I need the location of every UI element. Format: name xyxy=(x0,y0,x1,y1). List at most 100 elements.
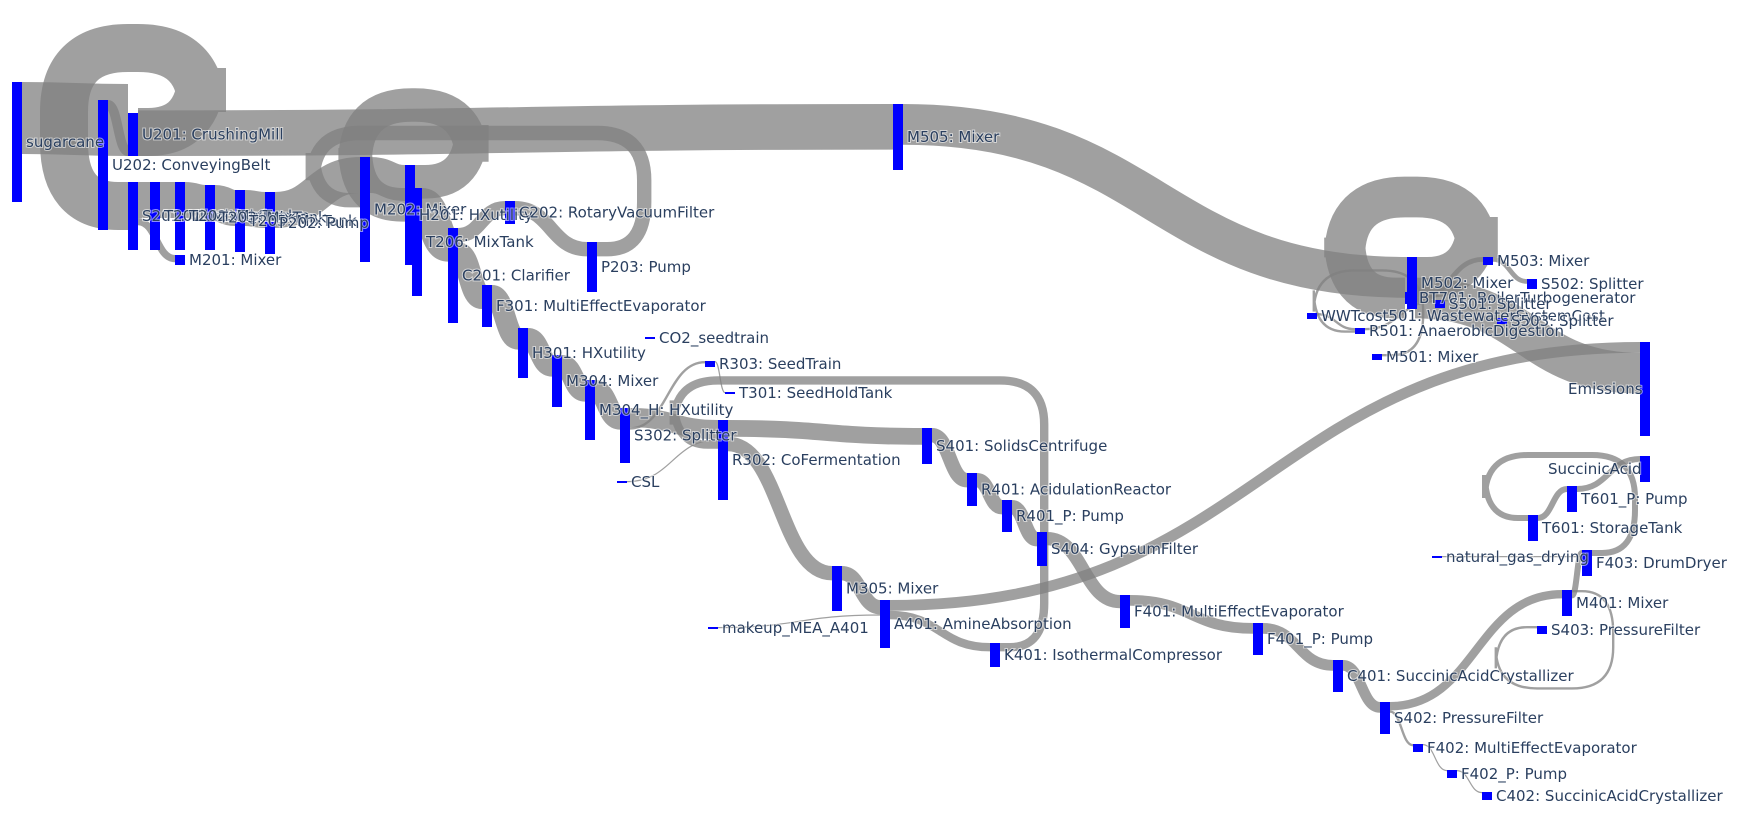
node-S302[interactable] xyxy=(620,408,630,463)
node-T203[interactable] xyxy=(205,185,215,250)
node-R303[interactable] xyxy=(705,361,715,367)
node-S501[interactable] xyxy=(1435,300,1445,308)
node-C401[interactable] xyxy=(1333,660,1343,692)
node-M305[interactable] xyxy=(832,566,842,611)
node-R501[interactable] xyxy=(1355,328,1365,334)
link-K401-to-R302[interactable] xyxy=(669,376,1049,652)
link-F402_P-to-C402[interactable] xyxy=(1456,770,1483,794)
link-F301-to-H301[interactable] xyxy=(487,285,523,350)
node-F402_P[interactable] xyxy=(1447,770,1457,778)
link-M401-to-F403[interactable] xyxy=(1569,550,1585,599)
node-C202[interactable] xyxy=(505,201,515,224)
link-T202-to-T203[interactable] xyxy=(184,182,206,221)
link-R302-to-M305[interactable] xyxy=(727,436,833,581)
node-H201[interactable] xyxy=(405,165,415,265)
node-U202[interactable] xyxy=(98,100,108,230)
node-Emissions[interactable] xyxy=(1640,342,1650,436)
node-natural_gas_drying[interactable] xyxy=(1432,556,1442,558)
node-H301[interactable] xyxy=(518,328,528,378)
node-M501[interactable] xyxy=(1372,354,1382,360)
link-S402-to-M401[interactable] xyxy=(1389,590,1563,711)
link-M304-to-M304_H[interactable] xyxy=(558,355,589,402)
link-S302-to-R303[interactable] xyxy=(629,361,706,430)
node-T206[interactable] xyxy=(412,188,422,296)
node-R401_P[interactable] xyxy=(1002,500,1012,532)
node-T301[interactable] xyxy=(725,392,735,394)
link-R401_P-to-S404[interactable] xyxy=(1009,500,1040,547)
node-M502[interactable] xyxy=(1407,257,1417,309)
link-T205-to-P202[interactable] xyxy=(244,190,266,228)
link-F401-to-F401_P[interactable] xyxy=(1129,595,1254,634)
link-U202-to-U201[interactable] xyxy=(105,100,131,156)
node-T202[interactable] xyxy=(175,182,185,250)
link-F402-to-F402_P[interactable] xyxy=(1422,744,1448,772)
node-M202[interactable] xyxy=(360,157,370,262)
node-R302[interactable] xyxy=(718,420,728,500)
link-M501-to-R501[interactable] xyxy=(1312,269,1425,357)
link-S501-to-S503[interactable] xyxy=(1444,300,1498,320)
node-F401[interactable] xyxy=(1120,595,1130,628)
node-CO2_seedtrain[interactable] xyxy=(645,337,655,339)
link-R401-to-R401_P[interactable] xyxy=(975,473,1004,515)
link-U201-to-S201[interactable] xyxy=(40,24,226,230)
node-S401[interactable] xyxy=(922,428,932,464)
node-M401[interactable] xyxy=(1562,590,1572,616)
node-M505[interactable] xyxy=(893,104,903,170)
link-S404-to-F401[interactable] xyxy=(1046,532,1121,609)
node-F301[interactable] xyxy=(482,285,492,327)
node-A401[interactable] xyxy=(880,600,890,648)
node-S201[interactable] xyxy=(128,182,138,250)
node-T601[interactable] xyxy=(1528,515,1538,541)
node-U201[interactable] xyxy=(128,113,138,156)
node-M304_H[interactable] xyxy=(585,380,595,440)
node-makeup_MEA_A401[interactable] xyxy=(708,627,718,629)
link-C201-to-F301[interactable] xyxy=(451,242,489,309)
node-M201[interactable] xyxy=(175,255,185,265)
node-S402[interactable] xyxy=(1380,702,1390,734)
link-P203-to-M202[interactable] xyxy=(305,125,652,257)
node-sugarcane[interactable] xyxy=(12,82,22,202)
link-M401-to-S403[interactable] xyxy=(1494,590,1615,690)
node-S404[interactable] xyxy=(1037,532,1047,566)
node-R401[interactable] xyxy=(967,473,977,506)
node-F401_P[interactable] xyxy=(1253,623,1263,655)
link-M505-to-M502[interactable] xyxy=(902,104,1408,298)
node-CSL[interactable] xyxy=(617,481,627,483)
node-SuccinicAcid[interactable] xyxy=(1640,456,1650,482)
link-C401-to-S402[interactable] xyxy=(1341,660,1382,713)
node-WWTcost501[interactable] xyxy=(1307,313,1317,319)
node-M503[interactable] xyxy=(1483,257,1493,265)
link-T601-to-T601_P[interactable] xyxy=(1537,486,1568,521)
node-BT701[interactable] xyxy=(1405,292,1415,304)
node-S502[interactable] xyxy=(1527,279,1537,289)
link-A401-to-K401[interactable] xyxy=(889,610,991,652)
link-H201-to-T206[interactable] xyxy=(338,88,489,222)
node-F403[interactable] xyxy=(1582,550,1592,576)
link-WWTcost501-to-R501[interactable] xyxy=(1316,313,1356,331)
link-S402-to-F402[interactable] xyxy=(1389,710,1414,747)
link-T601_P-to-SuccinicAcid[interactable] xyxy=(1576,456,1641,492)
link-makeup_MEA_A401-to-A401[interactable] xyxy=(717,614,881,629)
node-T205[interactable] xyxy=(235,190,245,252)
link-F403-to-T601[interactable] xyxy=(1482,452,1638,556)
link-C201-to-C202[interactable] xyxy=(457,201,506,243)
link-S401-to-R401[interactable] xyxy=(929,428,970,488)
link-R501-to-S501[interactable] xyxy=(1364,300,1436,331)
link-M304_H-to-S302[interactable] xyxy=(591,380,624,430)
node-T201[interactable] xyxy=(150,182,160,250)
node-P203[interactable] xyxy=(587,242,597,292)
node-P202[interactable] xyxy=(265,192,275,254)
node-S503[interactable] xyxy=(1497,318,1507,324)
node-F402[interactable] xyxy=(1413,744,1423,752)
link-R302-to-S401[interactable] xyxy=(727,420,923,445)
node-K401[interactable] xyxy=(990,643,1000,667)
link-H301-to-M304[interactable] xyxy=(524,328,556,377)
node-S403[interactable] xyxy=(1537,626,1547,634)
link-M503-to-S502[interactable] xyxy=(1492,257,1528,284)
node-M304[interactable] xyxy=(552,355,562,407)
node-T601_P[interactable] xyxy=(1567,486,1577,512)
link-T203-to-T205[interactable] xyxy=(213,185,237,226)
link-C202-to-P203[interactable] xyxy=(514,201,588,257)
node-C402[interactable] xyxy=(1482,792,1492,800)
link-F401_P-to-C401[interactable] xyxy=(1262,623,1334,671)
